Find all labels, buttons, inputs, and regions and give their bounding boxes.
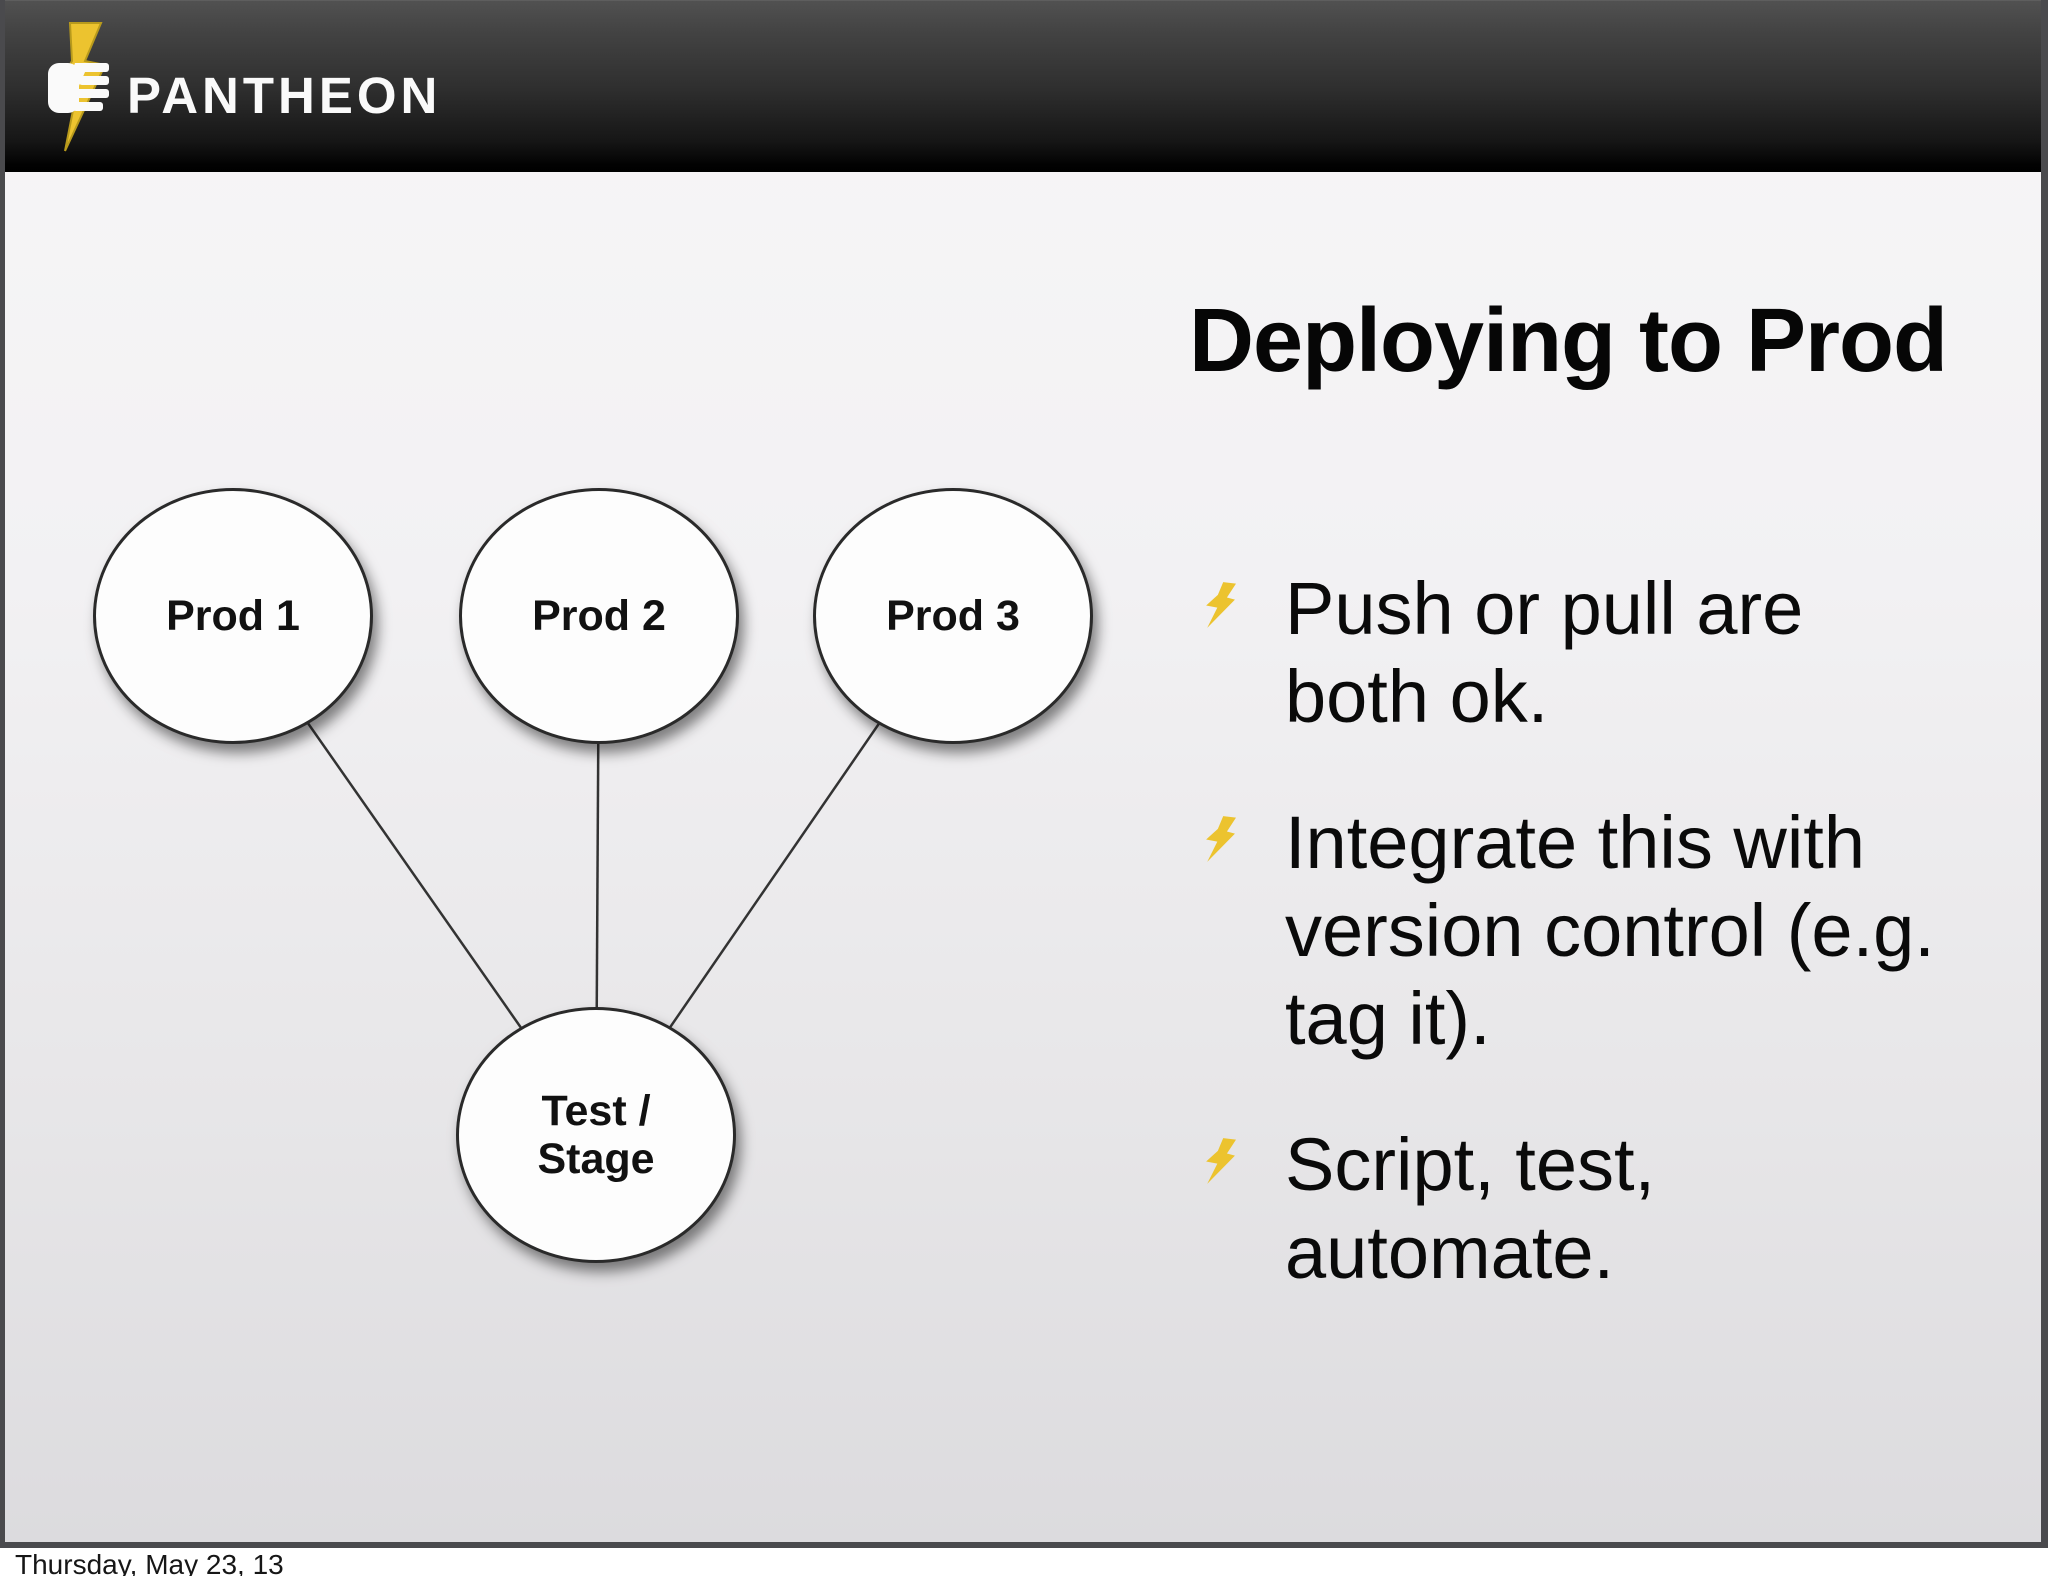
lightning-bullet-icon — [1206, 816, 1236, 862]
lightning-bullet-icon — [1206, 582, 1236, 628]
brand-wordmark: PANTHEON — [127, 67, 442, 124]
bullet-item-2: Integrate this with version control (e.g… — [1200, 799, 2015, 1063]
bullet-line: version control (e.g. — [1285, 889, 1935, 972]
lightning-bullet-icon — [1206, 1138, 1236, 1184]
node-label: Prod 1 — [166, 592, 300, 640]
logo-fist-icon — [48, 63, 109, 113]
diagram-node-prod1: Prod 1 — [93, 488, 373, 744]
diagram-node-prod2: Prod 2 — [459, 488, 739, 744]
bullet-item-1: Push or pull are both ok. — [1200, 565, 2015, 741]
diagram-node-prod3: Prod 3 — [813, 488, 1093, 744]
bullet-line: Push or pull are — [1285, 567, 1804, 650]
bullet-line: Integrate this with — [1285, 801, 1865, 884]
diagram-node-test-stage: Test /Stage — [456, 1007, 736, 1263]
slide-title: Deploying to Prod — [1189, 291, 1948, 391]
bullet-line: both ok. — [1285, 655, 1549, 738]
diagram: Prod 1 Prod 2 Prod 3 Test /Stage — [5, 0, 1165, 1330]
node-label: Prod 2 — [532, 592, 666, 640]
bullet-line: automate. — [1285, 1211, 1615, 1294]
node-label: Test / — [541, 1087, 651, 1135]
node-label: Prod 3 — [886, 592, 1020, 640]
pantheon-logo — [48, 22, 109, 152]
footer-date: Thursday, May 23, 13 — [15, 1549, 284, 1576]
bullet-line: tag it). — [1285, 977, 1491, 1060]
bullet-list: Push or pull are both ok. Integrate this… — [1200, 565, 2015, 1297]
header-bar: PANTHEON — [5, 0, 2041, 172]
bullet-item-3: Script, test, automate. — [1200, 1121, 2015, 1297]
bullet-line: Script, test, — [1285, 1123, 1656, 1206]
node-label: Stage — [537, 1135, 655, 1183]
